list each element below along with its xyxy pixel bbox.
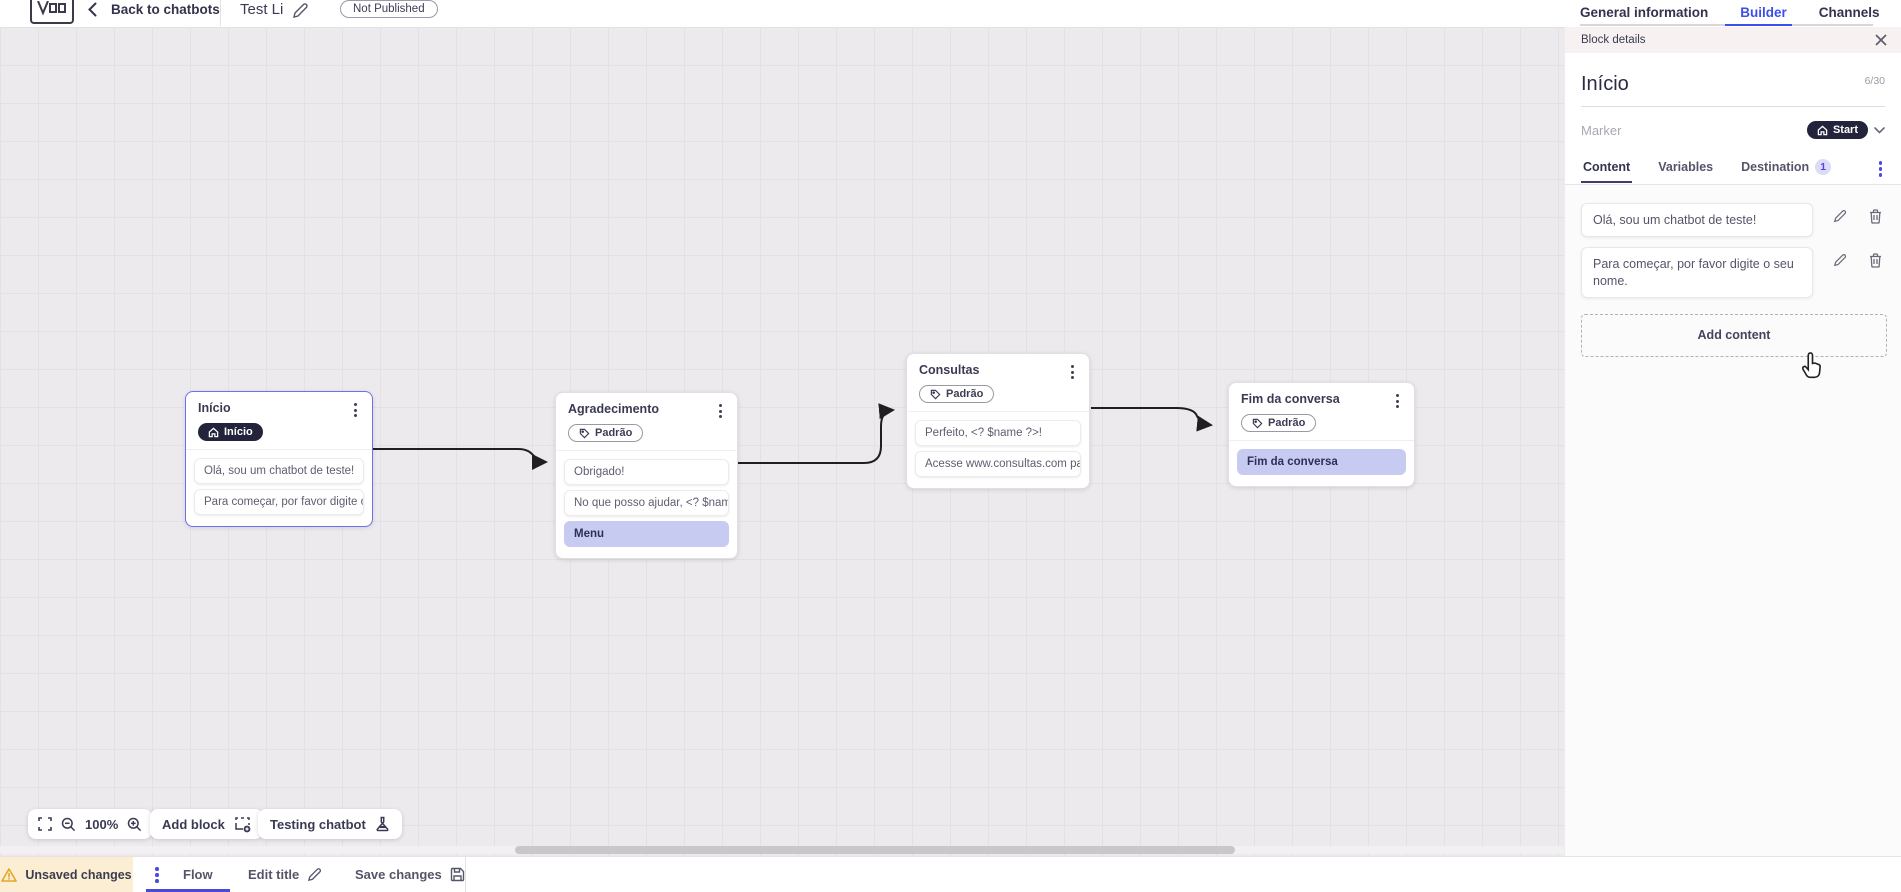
- add-block-label: Add block: [162, 816, 225, 832]
- padrao-badge: Padrão: [568, 424, 644, 442]
- builder-tabs: General information Builder Channels: [1580, 0, 1880, 26]
- testing-chatbot-button[interactable]: Testing chatbot: [258, 809, 402, 839]
- node-message[interactable]: Para começar, por favor digite o ...: [194, 488, 364, 515]
- unsaved-changes-status: Unsaved changes: [0, 857, 133, 892]
- content-item-row: Olá, sou um chatbot de teste!: [1581, 203, 1886, 238]
- chevron-down-icon: [1874, 126, 1885, 134]
- node-agradecimento[interactable]: Agradecimento Padrão Obrigado! No que po…: [555, 392, 738, 559]
- save-changes-button[interactable]: Save changes: [355, 857, 465, 892]
- chevron-left-icon: [88, 2, 97, 17]
- zoom-controls: 100%: [28, 809, 153, 839]
- node-menu-icon[interactable]: [716, 402, 725, 420]
- warning-icon: [1, 867, 18, 882]
- close-icon[interactable]: [1875, 34, 1887, 46]
- node-message-highlight[interactable]: Menu: [564, 520, 729, 547]
- home-icon: [1817, 125, 1828, 135]
- add-content-button[interactable]: Add content: [1581, 313, 1887, 357]
- trash-icon[interactable]: [1869, 253, 1882, 268]
- content-message[interactable]: Para começar, por favor digite o seu nom…: [1581, 247, 1813, 298]
- tabs-active-indicator: [1725, 24, 1792, 26]
- tag-icon: [579, 428, 590, 438]
- node-fim-da-conversa[interactable]: Fim da conversa Padrão Fim da conversa: [1228, 382, 1415, 487]
- zoom-level: 100%: [85, 816, 119, 832]
- zoom-in-icon[interactable]: [127, 817, 142, 832]
- status-badge: Not Published: [340, 0, 438, 18]
- top-bar: Back to chatbots Test Li Not Published G…: [0, 0, 1901, 27]
- flow-tab-active-indicator: [146, 889, 230, 892]
- node-inicio[interactable]: Início Início Olá, sou um chatbot de tes…: [185, 391, 373, 527]
- node-title: Agradecimento: [568, 402, 659, 416]
- char-counter: 6/30: [1864, 75, 1885, 87]
- bottom-menu-icon[interactable]: [152, 865, 162, 885]
- trash-icon[interactable]: [1869, 209, 1882, 224]
- node-message[interactable]: Obrigado!: [564, 458, 729, 485]
- node-menu-icon[interactable]: [351, 401, 360, 419]
- node-title: Consultas: [919, 363, 980, 377]
- add-block-button[interactable]: Add block: [150, 809, 263, 839]
- bottombar-divider: [465, 857, 466, 892]
- flask-icon: [375, 816, 390, 832]
- tab-destination[interactable]: Destination 1: [1739, 155, 1833, 184]
- node-message[interactable]: Perfeito, <? $name ?>!: [915, 419, 1081, 446]
- node-message-highlight[interactable]: Fim da conversa: [1237, 448, 1406, 475]
- tab-channels[interactable]: Channels: [1818, 4, 1880, 20]
- node-title: Fim da conversa: [1241, 392, 1340, 406]
- tab-variables[interactable]: Variables: [1658, 160, 1714, 174]
- tab-general-information[interactable]: General information: [1580, 4, 1709, 20]
- node-menu-icon[interactable]: [1068, 363, 1077, 381]
- node-title: Início: [198, 401, 231, 415]
- fit-screen-icon[interactable]: [38, 817, 52, 831]
- home-icon: [208, 427, 219, 437]
- start-badge: Início: [198, 423, 263, 441]
- content-message[interactable]: Olá, sou um chatbot de teste!: [1581, 203, 1813, 238]
- testing-chatbot-label: Testing chatbot: [270, 816, 366, 832]
- marker-label: Marker: [1581, 122, 1622, 138]
- content-tab-body: Olá, sou um chatbot de teste! Para começ…: [1565, 185, 1901, 885]
- topbar-divider: [220, 0, 221, 26]
- start-marker-badge: Start: [1806, 121, 1868, 139]
- panel-menu-icon[interactable]: [1876, 159, 1886, 179]
- padrao-badge: Padrão: [919, 385, 995, 403]
- block-details-panel: Block details Início 6/30 Marker Start C…: [1564, 27, 1901, 892]
- edit-pencil-icon[interactable]: [1833, 209, 1847, 224]
- edit-title-pencil-icon[interactable]: [292, 2, 309, 19]
- chatbot-title[interactable]: Test Li: [240, 1, 284, 18]
- add-block-icon: [234, 816, 251, 833]
- tag-icon: [930, 389, 941, 399]
- back-to-chatbots-button[interactable]: Back to chatbots: [88, 2, 220, 17]
- tab-flow[interactable]: Flow: [183, 867, 213, 882]
- panel-tabs: Content Variables Destination 1: [1565, 155, 1901, 185]
- back-label: Back to chatbots: [111, 2, 220, 17]
- content-item-row: Para começar, por favor digite o seu nom…: [1581, 247, 1886, 298]
- edit-pencil-icon[interactable]: [1833, 253, 1847, 268]
- flow-canvas[interactable]: Início Início Olá, sou um chatbot de tes…: [0, 27, 1564, 856]
- unsaved-changes-label: Unsaved changes: [25, 867, 132, 882]
- block-name-input[interactable]: Início: [1581, 73, 1629, 95]
- marker-select[interactable]: Start: [1806, 121, 1885, 139]
- panel-title: Block details: [1581, 34, 1646, 46]
- save-floppy-icon: [450, 867, 465, 882]
- edit-title-button[interactable]: Edit title: [248, 857, 322, 892]
- node-message[interactable]: Acesse www.consultas.com par...: [915, 450, 1081, 477]
- bottom-bar: Unsaved changes Flow Edit title Save cha…: [0, 856, 1901, 892]
- padrao-badge: Padrão: [1241, 414, 1317, 432]
- node-message[interactable]: Olá, sou um chatbot de teste!: [194, 457, 364, 484]
- horizontal-scrollbar-thumb[interactable]: [515, 846, 1235, 854]
- pencil-icon: [307, 867, 322, 882]
- node-consultas[interactable]: Consultas Padrão Perfeito, <? $name ?>! …: [906, 353, 1090, 489]
- destination-count-badge: 1: [1815, 159, 1832, 175]
- node-menu-icon[interactable]: [1393, 392, 1402, 410]
- zoom-out-icon[interactable]: [61, 817, 76, 832]
- horizontal-scrollbar-track[interactable]: [0, 846, 1564, 854]
- tab-builder[interactable]: Builder: [1740, 4, 1787, 20]
- tag-icon: [1252, 418, 1263, 428]
- node-message[interactable]: No que posso ajudar, <? $name ...: [564, 489, 729, 516]
- app-logo-icon: [30, 0, 74, 24]
- tab-content[interactable]: Content: [1581, 156, 1632, 183]
